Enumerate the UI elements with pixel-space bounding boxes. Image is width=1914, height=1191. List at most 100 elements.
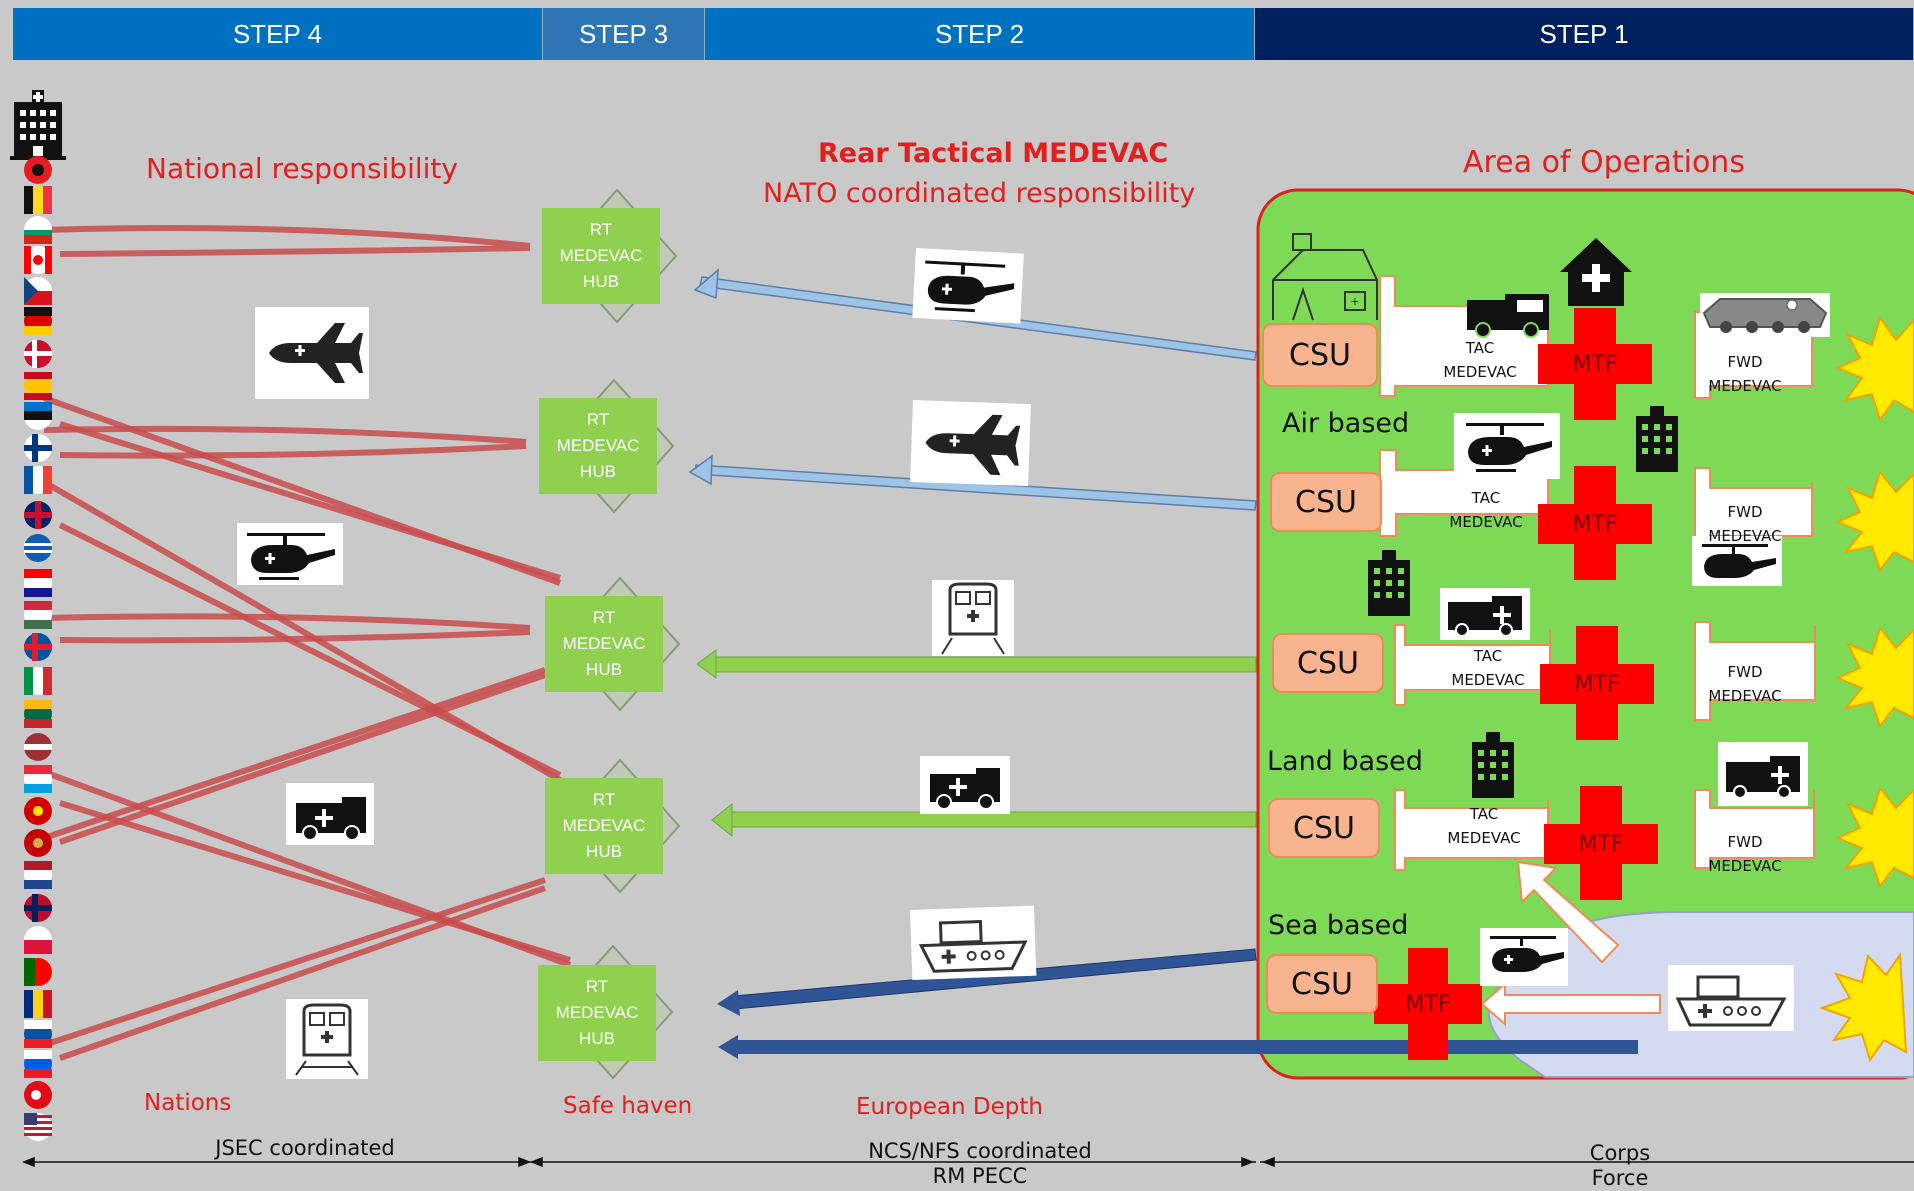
diag-arrow xyxy=(1516,860,1620,964)
helicopter-icon xyxy=(1454,413,1560,479)
hub-label-line1: RT xyxy=(586,410,610,429)
step-4-bar: STEP 4 xyxy=(13,8,543,60)
tac-arrow-3 xyxy=(1394,624,1551,706)
flag-belgium xyxy=(24,186,52,214)
ncs-coordinated-label: NCS/NFS coordinated RM PECC xyxy=(830,1139,1130,1189)
link-gb-hub4 xyxy=(58,522,562,778)
fwd-medevac-label-2: FWD MEDEVAC xyxy=(1708,503,1782,545)
jsec-coordinated-label: JSEC coordinated xyxy=(215,1136,395,1160)
link-hub1-loop xyxy=(43,225,531,257)
flag-bulgaria xyxy=(24,216,52,244)
hospital-icon xyxy=(1636,406,1678,472)
link-mk-hub5 xyxy=(59,800,571,963)
tac-line2: MEDEVAC xyxy=(1447,829,1521,847)
european-depth-label: European Depth xyxy=(856,1094,1043,1120)
mtf-label-2: MTF xyxy=(1572,511,1618,537)
flag-spain xyxy=(24,372,52,400)
tac-line2: MEDEVAC xyxy=(1449,513,1523,531)
flag-turkey xyxy=(24,1081,52,1109)
csu-box-3[interactable]: CSU xyxy=(1272,633,1384,693)
link-hub3-me xyxy=(59,672,546,845)
flag-netherlands xyxy=(24,861,52,889)
csu-box-4[interactable]: CSU xyxy=(1268,798,1380,858)
ambulance-icon xyxy=(1718,742,1808,806)
explosion-icon xyxy=(1835,785,1914,889)
hub-label-line2: MEDEVAC xyxy=(555,1003,639,1022)
corps-force-label: Corps Force xyxy=(1560,1141,1680,1191)
flag-iceland xyxy=(24,633,52,661)
rt-medevac-hub-3[interactable]: RT MEDEVAC HUB xyxy=(545,596,663,692)
flag-montenegro xyxy=(24,829,52,857)
fwd-medevac-label-3: FWD MEDEVAC xyxy=(1708,663,1782,705)
flag-usa xyxy=(24,1113,52,1141)
helicopter-icon xyxy=(1692,536,1782,586)
land-based-label: Land based xyxy=(1267,746,1423,777)
national-links xyxy=(42,225,572,1061)
flag-luxembourg xyxy=(24,765,52,793)
sea-to-mtf-arrow xyxy=(1480,981,1661,1027)
flag-norway xyxy=(24,894,52,922)
flag-denmark xyxy=(24,340,52,368)
explosion-icons xyxy=(1819,315,1914,1063)
nations-label: Nations xyxy=(144,1090,232,1116)
mtf-label-5: MTF xyxy=(1405,991,1451,1017)
aoo-arrows xyxy=(1379,275,1816,1027)
link-hub2-loop xyxy=(43,425,527,459)
flag-slovenia xyxy=(24,1050,52,1078)
hub-label-line1: RT xyxy=(589,220,613,239)
ambulance-icon xyxy=(920,756,1010,814)
nato-responsibility-title: NATO coordinated responsibility xyxy=(763,178,1196,209)
flag-latvia xyxy=(24,733,52,761)
hospital-icon xyxy=(1472,732,1514,798)
explosion-icon xyxy=(1819,952,1908,1063)
tac-line1: TAC xyxy=(1465,339,1495,357)
military-vehicle-icon xyxy=(1700,293,1830,337)
flag-czech xyxy=(24,277,52,305)
helicopter-icon xyxy=(1480,928,1568,986)
plane-icon xyxy=(910,400,1031,487)
flag-hungary xyxy=(24,601,52,629)
rt-medevac-hub-2[interactable]: RT MEDEVAC HUB xyxy=(539,398,657,494)
helicopter-icon xyxy=(912,248,1024,324)
csu-box-2[interactable]: CSU xyxy=(1270,472,1382,532)
mtf-label-1: MTF xyxy=(1572,351,1618,377)
hub-label-line2: MEDEVAC xyxy=(556,436,640,455)
air-based-label: Air based xyxy=(1282,408,1410,439)
ncs-line2: RM PECC xyxy=(932,1164,1028,1188)
explosion-icon xyxy=(1835,469,1914,573)
corps-line2: Force xyxy=(1591,1166,1649,1190)
link-hub4-si xyxy=(59,885,546,1061)
link-hub4-sk xyxy=(43,877,546,1048)
flag-france xyxy=(24,466,52,494)
fwd-arrow-3 xyxy=(1694,621,1816,721)
bottom-scale xyxy=(21,1156,1914,1168)
flag-croatia xyxy=(24,569,52,597)
hub-label-line2: MEDEVAC xyxy=(562,816,646,835)
step-1-bar: STEP 1 xyxy=(1255,8,1914,60)
rt-medevac-hub-4[interactable]: RT MEDEVAC HUB xyxy=(545,778,663,874)
fwd-medevac-label-1: FWD MEDEVAC xyxy=(1708,353,1782,395)
hub-label-line3: HUB xyxy=(586,842,622,861)
explosion-icon xyxy=(1835,315,1914,423)
ambulance-icon xyxy=(1467,294,1549,338)
corps-line1: Corps xyxy=(1589,1141,1651,1165)
rt-medevac-hub-5[interactable]: RT MEDEVAC HUB xyxy=(538,965,656,1061)
flag-uk xyxy=(24,501,52,529)
csu-box-1[interactable]: CSU xyxy=(1262,323,1378,387)
sea-based-label: Sea based xyxy=(1268,910,1409,941)
flag-north-macedonia xyxy=(24,797,52,825)
flag-romania xyxy=(24,990,52,1018)
tent-icon: + xyxy=(1272,233,1378,321)
hub-label-line3: HUB xyxy=(583,272,619,291)
rt-medevac-hub-1[interactable]: RT MEDEVAC HUB xyxy=(542,208,660,304)
link-hub3-loop xyxy=(43,613,531,644)
ambulance-icon xyxy=(1440,588,1530,640)
hub-label-line1: RT xyxy=(592,790,616,809)
safe-haven-label: Safe haven xyxy=(563,1093,693,1119)
fwd-arrow-4 xyxy=(1694,789,1815,869)
csu-box-5[interactable]: CSU xyxy=(1266,954,1378,1014)
area-of-operations-title: Area of Operations xyxy=(1463,145,1745,180)
flag-slovakia xyxy=(24,1020,52,1048)
